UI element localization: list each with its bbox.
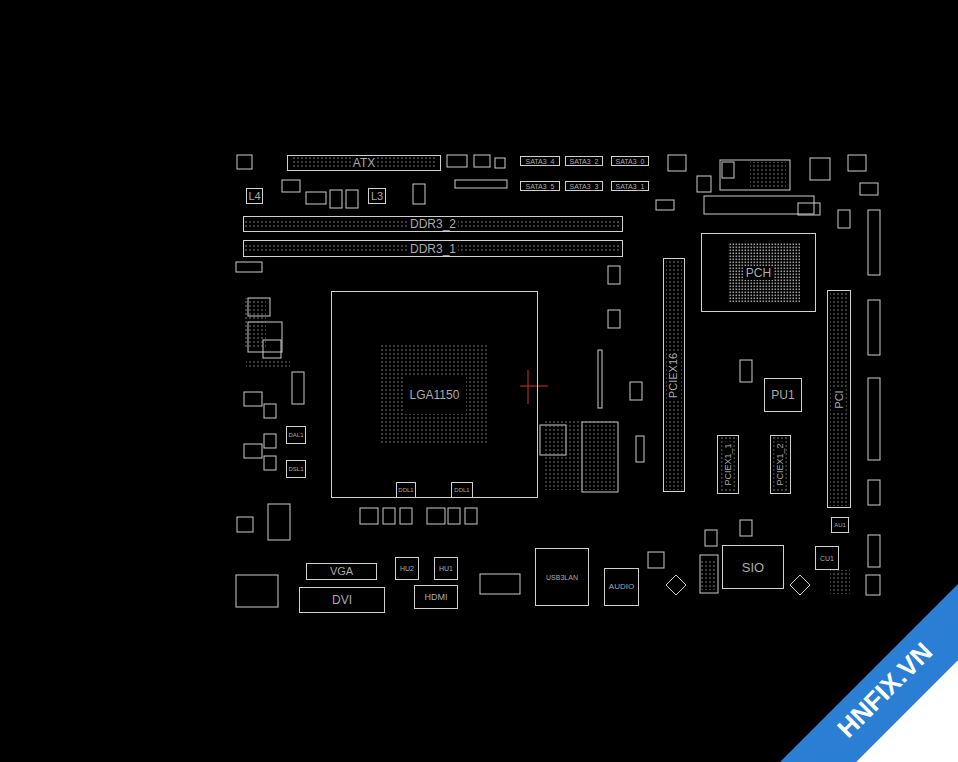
part-label: HU1 [439,565,453,572]
part-label: PCI [833,388,846,410]
component-outline: CU1 [815,546,839,570]
part-label: DDL1 [398,487,413,493]
part-label: L4 [248,191,260,202]
part-label: SATA3_4 [526,158,555,165]
part-label: DDR3_1 [408,242,458,256]
component-outline: SATA3_4 [520,156,560,166]
component-outline: DSL1 [286,460,306,478]
component-outline: PU1 [764,378,802,412]
component-outline: L4 [246,188,263,204]
part-label: L3 [371,191,383,202]
part-label: SATA3_5 [526,183,555,190]
part-label: DDL1 [454,487,469,493]
component-outline: SATA3_2 [565,156,603,166]
component-outline: PCIEX1_1 [717,435,739,494]
part-label: SATA3_0 [616,158,645,165]
part-label: DVI [332,594,352,606]
component-outline: HU2 [395,557,419,580]
part-label: HU2 [400,565,414,572]
part-label: ATX [351,156,377,170]
component-outline: DVI [299,587,385,613]
part-label: PCIEX16 [668,350,681,399]
component-outline: PCI [827,290,851,508]
part-label: PCIEX1_1 [723,441,734,487]
component-outline: DDL1 [396,482,416,498]
component-outline: VGA [306,563,377,580]
part-label: DDR3_2 [408,217,458,231]
part-label: SIO [742,561,764,574]
component-outline: L3 [368,188,386,204]
component-outline: SATA3_0 [611,156,649,166]
part-label: LGA1150 [408,388,462,402]
component-outline: DDL1 [451,482,473,498]
component-outline: AUDIO [604,568,639,606]
part-label: PCIEX1_2 [775,441,786,487]
part-label: PCH [744,266,773,280]
part-label: DSL1 [288,466,303,472]
component-outline: DDR3_1 [243,240,623,257]
component-outline: LGA1150DDL1 DDL1 [331,291,538,498]
component-outline: SATA3_3 [565,181,603,191]
part-label: HDMI [425,593,448,602]
component-outline: DAL1 [286,426,306,444]
part-label: SATA3_1 [616,183,645,190]
component-outline: AU1 [831,517,849,533]
part-label: DAL1 [288,432,303,438]
component-outline: HU1 [434,557,458,580]
part-label: CU1 [820,555,834,562]
part-label: AUDIO [609,583,634,591]
component-outline: PCIEX1_2 [770,435,791,494]
component-outline: DDR3_2 [243,216,623,232]
part-label: VGA [330,566,353,577]
component-outline: ATX [287,155,441,171]
part-label: PU1 [771,389,794,401]
part-label: SATA3_3 [570,183,599,190]
component-outline: SATA3_5 [520,181,560,191]
component-outline: SIO [722,545,784,589]
part-label: SATA3_2 [570,158,599,165]
part-label: AU1 [834,522,846,528]
component-outline: HDMI [414,585,458,609]
component-outline: PCIEX16 [663,258,685,492]
part-label: USB3LAN [544,573,580,582]
component-outline: PCH [701,233,816,312]
component-outline: SATA3_1 [611,181,649,191]
component-outline: USB3LAN [535,548,589,606]
